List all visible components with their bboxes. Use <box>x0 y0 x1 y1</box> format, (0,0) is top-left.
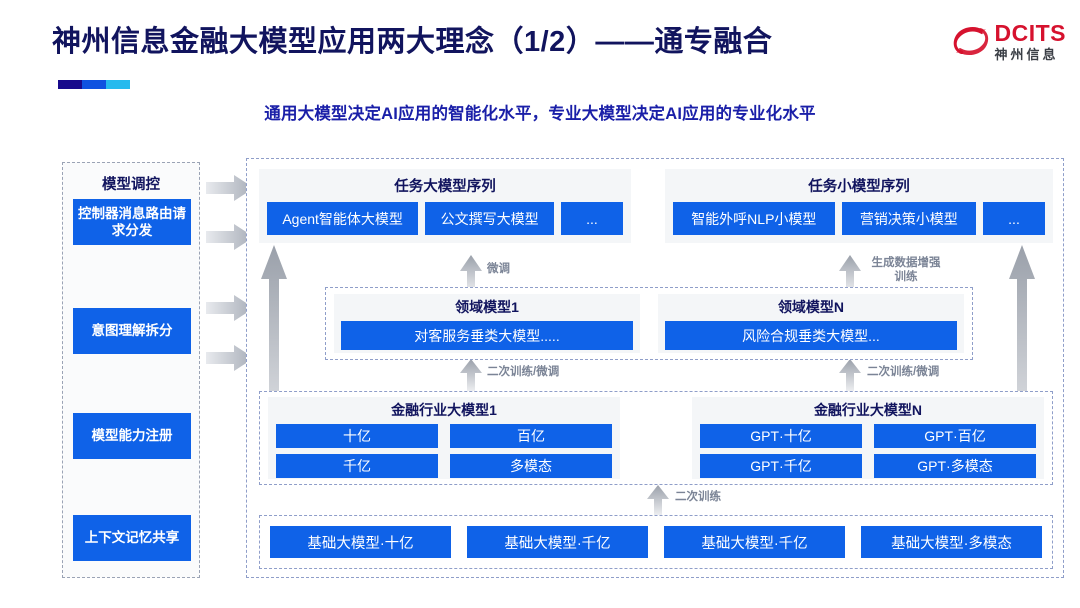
base-model-band: 基础大模型·十亿 基础大模型·千亿 基础大模型·千亿 基础大模型·多模态 <box>259 515 1053 569</box>
task-sequence-large-models: 任务大模型序列 Agent智能体大模型 公文撰写大模型 ... <box>259 169 631 243</box>
label-retrain-finetune-left: 二次训练/微调 <box>487 366 560 378</box>
logo-wordmark-cn: 神州信息 <box>994 47 1059 62</box>
label-data-augmentation: 生成数据增强训练 <box>871 257 941 283</box>
flow-arrow-up-retrain <box>647 485 669 517</box>
chip-risk-compliance-vertical-model[interactable]: 风险合规垂类大模型... <box>665 321 957 350</box>
chip-ind1-ten-billion[interactable]: 百亿 <box>450 424 612 448</box>
chip-indn-gpt-hundred-billion[interactable]: GPT·千亿 <box>700 454 862 478</box>
control-item-capability-registry[interactable]: 模型能力注册 <box>73 413 191 459</box>
flow-arrow-up-left-tall <box>261 245 287 485</box>
chip-agent-large-model[interactable]: Agent智能体大模型 <box>267 202 419 235</box>
chip-base-hundred-billion-2[interactable]: 基础大模型·千亿 <box>664 526 845 558</box>
chip-indn-gpt-billion[interactable]: GPT·十亿 <box>700 424 862 448</box>
domain-model-n-card: 领域模型N 风险合规垂类大模型... <box>658 294 964 353</box>
flow-arrow-up-finetune <box>460 255 482 295</box>
chip-ind1-billion[interactable]: 十亿 <box>276 424 438 448</box>
industry-model-n-grid: GPT·十亿 GPT·百亿 GPT·千亿 GPT·多模态 <box>700 424 1036 478</box>
chip-ind1-hundred-billion[interactable]: 千亿 <box>276 454 438 478</box>
chip-base-hundred-billion-1[interactable]: 基础大模型·千亿 <box>467 526 648 558</box>
page-subtitle: 通用大模型决定AI应用的智能化水平，专业大模型决定AI应用的专业化水平 <box>264 105 816 123</box>
rule-segment-1 <box>58 80 82 89</box>
domain-model-1-title: 领域模型1 <box>455 299 519 315</box>
task-sequence-large-title: 任务大模型序列 <box>394 179 496 195</box>
flow-arrow-right-1 <box>206 175 254 201</box>
chip-marketing-decision-small-model[interactable]: 营销决策小模型 <box>841 202 977 235</box>
industry-model-1-card: 金融行业大模型1 十亿 百亿 千亿 多模态 <box>268 397 620 479</box>
control-item-context-memory[interactable]: 上下文记忆共享 <box>73 515 191 561</box>
rule-segment-3 <box>106 80 130 89</box>
rule-segment-2 <box>82 80 106 89</box>
logo-wordmark-en: DCITS <box>994 20 1066 46</box>
dcits-logo: DCITS 神州信息 <box>951 22 1067 61</box>
industry-model-1-title: 金融行业大模型1 <box>391 402 497 418</box>
title-underline-decoration <box>58 80 130 89</box>
chip-ind1-multimodal[interactable]: 多模态 <box>450 454 612 478</box>
flow-arrow-right-4 <box>206 345 254 371</box>
flow-arrow-up-data-aug <box>839 255 861 295</box>
industry-model-band: 金融行业大模型1 十亿 百亿 千亿 多模态 金融行业大模型N GPT·十亿 GP… <box>259 391 1053 485</box>
task-sequence-small-title: 任务小模型序列 <box>808 179 910 195</box>
flow-arrow-up-right-tall <box>1009 245 1035 485</box>
chip-more-small-models[interactable]: ... <box>983 202 1046 235</box>
chip-indn-gpt-ten-billion[interactable]: GPT·百亿 <box>874 424 1036 448</box>
chip-document-writing-large-model[interactable]: 公文撰写大模型 <box>425 202 554 235</box>
chip-customer-service-vertical-model[interactable]: 对客服务垂类大模型..... <box>341 321 633 350</box>
domain-model-n-title: 领域模型N <box>777 299 845 315</box>
chip-more-large-models[interactable]: ... <box>561 202 623 235</box>
flow-arrow-up-retrain-left <box>460 359 482 393</box>
task-sequence-large-row: Agent智能体大模型 公文撰写大模型 ... <box>267 202 623 235</box>
architecture-container: 微调 生成数据增强训练 二次训练/微调 二次训练/微调 二次训练 任务大模型序列… <box>246 158 1064 578</box>
chip-base-billion[interactable]: 基础大模型·十亿 <box>270 526 451 558</box>
industry-model-n-card: 金融行业大模型N GPT·十亿 GPT·百亿 GPT·千亿 GPT·多模态 <box>692 397 1044 479</box>
task-sequence-small-models: 任务小模型序列 智能外呼NLP小模型 营销决策小模型 ... <box>665 169 1053 243</box>
flow-arrow-right-3 <box>206 295 254 321</box>
dcits-swirl-icon <box>953 26 988 55</box>
industry-model-n-title: 金融行业大模型N <box>813 402 923 418</box>
chip-outbound-nlp-small-model[interactable]: 智能外呼NLP小模型 <box>673 202 835 235</box>
domain-model-1-card: 领域模型1 对客服务垂类大模型..... <box>334 294 640 353</box>
control-panel: 模型调控 控制器消息路由请求分发 意图理解拆分 模型能力注册 上下文记忆共享 <box>62 162 200 578</box>
flow-arrow-up-retrain-right <box>839 359 861 393</box>
control-item-intent-understanding[interactable]: 意图理解拆分 <box>73 308 191 354</box>
chip-base-multimodal[interactable]: 基础大模型·多模态 <box>861 526 1042 558</box>
label-fine-tune: 微调 <box>487 263 510 275</box>
domain-model-band: 领域模型1 对客服务垂类大模型..... 领域模型N 风险合规垂类大模型... <box>325 287 973 360</box>
page-title: 神州信息金融大模型应用两大理念（1/2）——通专融合 <box>52 26 773 58</box>
label-retrain-finetune-right: 二次训练/微调 <box>867 366 940 378</box>
control-item-message-routing[interactable]: 控制器消息路由请求分发 <box>73 199 191 245</box>
industry-model-1-grid: 十亿 百亿 千亿 多模态 <box>276 424 612 478</box>
label-retrain: 二次训练 <box>675 491 721 503</box>
chip-indn-gpt-multimodal[interactable]: GPT·多模态 <box>874 454 1036 478</box>
flow-arrow-right-2 <box>206 224 254 250</box>
task-sequence-small-row: 智能外呼NLP小模型 营销决策小模型 ... <box>673 202 1046 235</box>
control-panel-title: 模型调控 <box>102 177 160 193</box>
